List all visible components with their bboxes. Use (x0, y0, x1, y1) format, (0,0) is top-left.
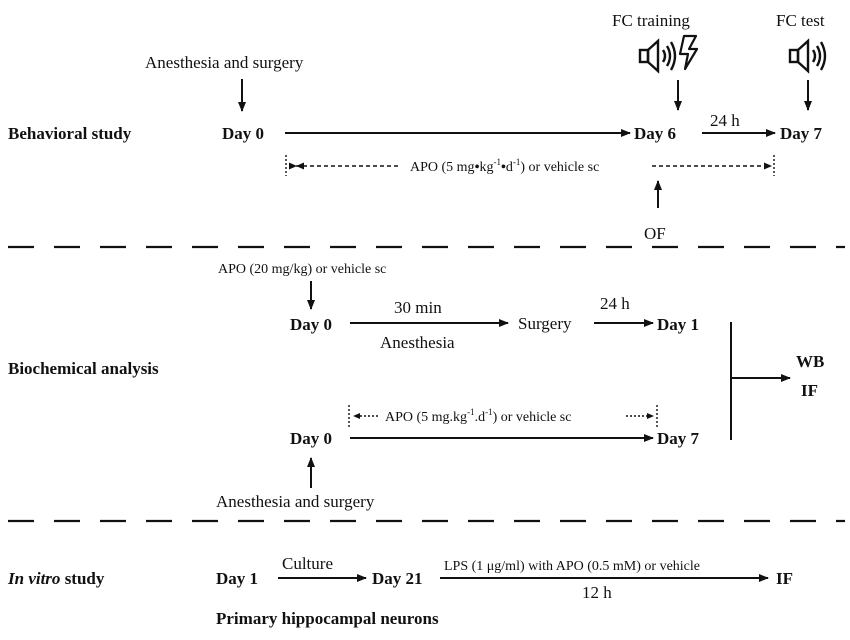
behavioral-day6: Day 6 (634, 124, 676, 143)
speaker-icon (638, 38, 677, 74)
surgery-label: Surgery (518, 314, 572, 333)
interval-12h-label: 12 h (582, 583, 612, 602)
in-vitro-study-label: In vitro study (7, 569, 105, 588)
culture-label: Culture (282, 554, 333, 573)
apo-chronic-label: APO (5 mg•kg-1•d-1) or vehicle sc (410, 157, 599, 175)
cell-type-label: Primary hippocampal neurons (216, 609, 439, 628)
anesthesia-surgery-label-2: Anesthesia and surgery (216, 492, 375, 511)
readout-wb: WB (796, 352, 824, 371)
anesthesia-label: Anesthesia (380, 333, 455, 352)
lps-apo-label: LPS (1 μg/ml) with APO (0.5 mM) or vehic… (444, 559, 700, 574)
invitro-day1: Day 1 (216, 569, 258, 588)
interval-24h-biochem-label: 24 h (600, 294, 630, 313)
lightning-bolt-icon (678, 34, 699, 71)
chronic-span-right-arrowhead (647, 413, 654, 419)
behavioral-day0: Day 0 (222, 124, 264, 143)
fc-test-label: FC test (776, 11, 825, 30)
apo-span-left-arrowhead (296, 162, 304, 170)
behavioral-study-section: Behavioral study Anesthesia and surgery … (8, 11, 827, 243)
readout-if: IF (801, 381, 818, 400)
biochemical-analysis-section: Biochemical analysis APO (20 mg/kg) or v… (8, 262, 824, 511)
invitro-day21: Day 21 (372, 569, 423, 588)
apo-span-right-arrowhead (764, 162, 772, 170)
behavioral-study-label: Behavioral study (8, 124, 132, 143)
biochem-day0-bottom: Day 0 (290, 429, 332, 448)
biochem-day7: Day 7 (657, 429, 700, 448)
invitro-readout-if: IF (776, 569, 793, 588)
in-vitro-study-section: In vitro study Day 1 Culture Day 21 LPS … (7, 554, 793, 628)
biochem-day1: Day 1 (657, 315, 699, 334)
biochem-day0-top: Day 0 (290, 315, 332, 334)
interval-24h-label: 24 h (710, 111, 740, 130)
anesthesia-surgery-label: Anesthesia and surgery (145, 53, 304, 72)
biochemical-analysis-label: Biochemical analysis (8, 359, 159, 378)
speaker-icon (788, 38, 827, 74)
fc-training-label: FC training (612, 11, 690, 30)
interval-30min-label: 30 min (394, 298, 442, 317)
chronic-apo-label: APO (5 mg.kg-1.d-1) or vehicle sc (385, 407, 571, 425)
acute-apo-label: APO (20 mg/kg) or vehicle sc (218, 262, 386, 277)
chronic-span-left-arrowhead (353, 413, 360, 419)
behavioral-day7: Day 7 (780, 124, 823, 143)
of-label: OF (644, 224, 666, 243)
